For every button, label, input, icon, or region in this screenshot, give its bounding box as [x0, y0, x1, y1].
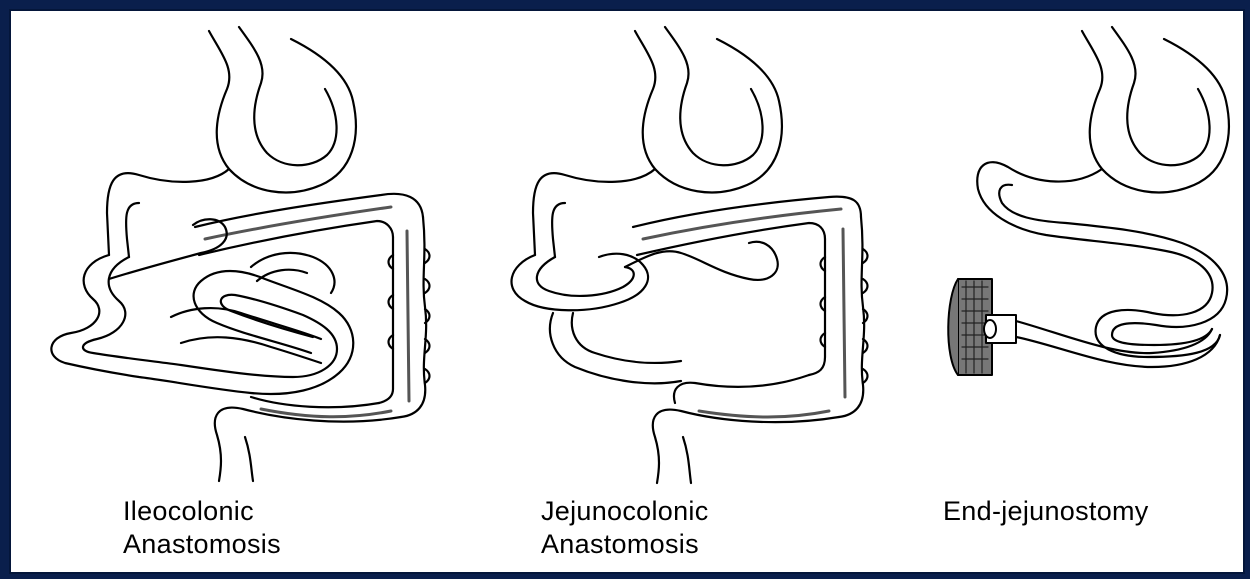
small-bowel-loops: [51, 255, 353, 394]
end-jejunostomy-illustration: [916, 17, 1236, 487]
end-jejunostomy-label: End-jejunostomy: [943, 495, 1149, 528]
rectum: [215, 397, 401, 481]
stomach: [635, 27, 782, 192]
ileocolonic-label-line2: Anastomosis: [123, 528, 281, 561]
transverse-colon: [633, 197, 861, 255]
transverse-colon: [195, 194, 423, 255]
jejunal-segment: [512, 254, 649, 311]
descending-colon: [809, 217, 864, 417]
descending-colon: [379, 217, 426, 417]
end-jejunostomy-label-line1: End-jejunostomy: [943, 495, 1149, 528]
ileocolonic-illustration: [21, 17, 441, 487]
stoma: [948, 279, 1016, 375]
jejunocolonic-label-line2: Anastomosis: [541, 528, 709, 561]
stomach: [1082, 27, 1229, 192]
ileocolonic-label-line1: Ileocolonic: [123, 495, 281, 528]
stomach: [209, 27, 356, 192]
duodenum: [533, 169, 655, 257]
duodenum: [107, 169, 229, 257]
ileocolonic-label: Ileocolonic Anastomosis: [123, 495, 281, 561]
jejunocolonic-illustration: [449, 17, 869, 487]
diagram-canvas: Ileocolonic Anastomosis Jejunocolonic An…: [9, 9, 1245, 574]
rectum: [653, 375, 839, 483]
jejunocolonic-label-line1: Jejunocolonic: [541, 495, 709, 528]
jejunum-to-stoma: [1016, 321, 1220, 367]
jejunocolonic-label: Jejunocolonic Anastomosis: [541, 495, 709, 561]
